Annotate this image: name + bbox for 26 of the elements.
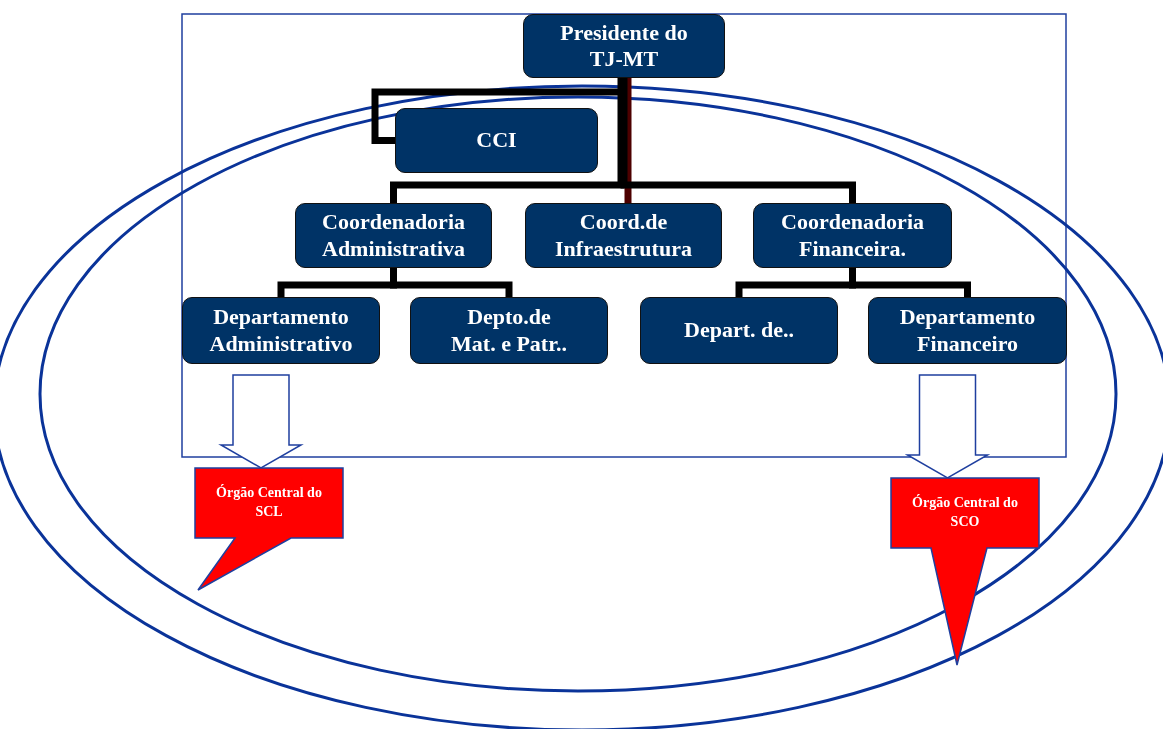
callout-text: Órgão Central do SCL	[215, 484, 323, 521]
box-label: Coordenadoria Financeira.	[780, 209, 925, 262]
box-label: Coord.de Infraestrutura	[554, 209, 693, 262]
box-label: Departamento Financeiro	[898, 304, 1037, 357]
box-label: Presidente do TJ-MT	[559, 19, 689, 73]
connector-line	[390, 268, 513, 297]
callout-text: Órgão Central do SCO	[911, 494, 1019, 531]
connector-line	[620, 78, 856, 203]
org-box	[295, 203, 492, 268]
org-box	[395, 108, 598, 173]
org-box	[523, 14, 725, 78]
box-label: CCI	[476, 127, 517, 154]
connector-line	[849, 268, 971, 297]
org-box	[525, 203, 722, 268]
org-box	[753, 203, 952, 268]
block-arrow	[218, 374, 304, 469]
org-box	[410, 297, 608, 364]
block-arrow	[904, 374, 991, 479]
box-label: Coordenadoria Administrativa	[321, 209, 466, 262]
org-box	[868, 297, 1067, 364]
box-label: Depto.de Mat. e Patr..	[451, 304, 567, 357]
connector-line	[624, 78, 632, 203]
org-box	[182, 297, 380, 364]
box-label: Depart. de..	[684, 317, 794, 344]
org-box	[640, 297, 838, 364]
box-label: Departamento Administrativo	[208, 304, 354, 357]
